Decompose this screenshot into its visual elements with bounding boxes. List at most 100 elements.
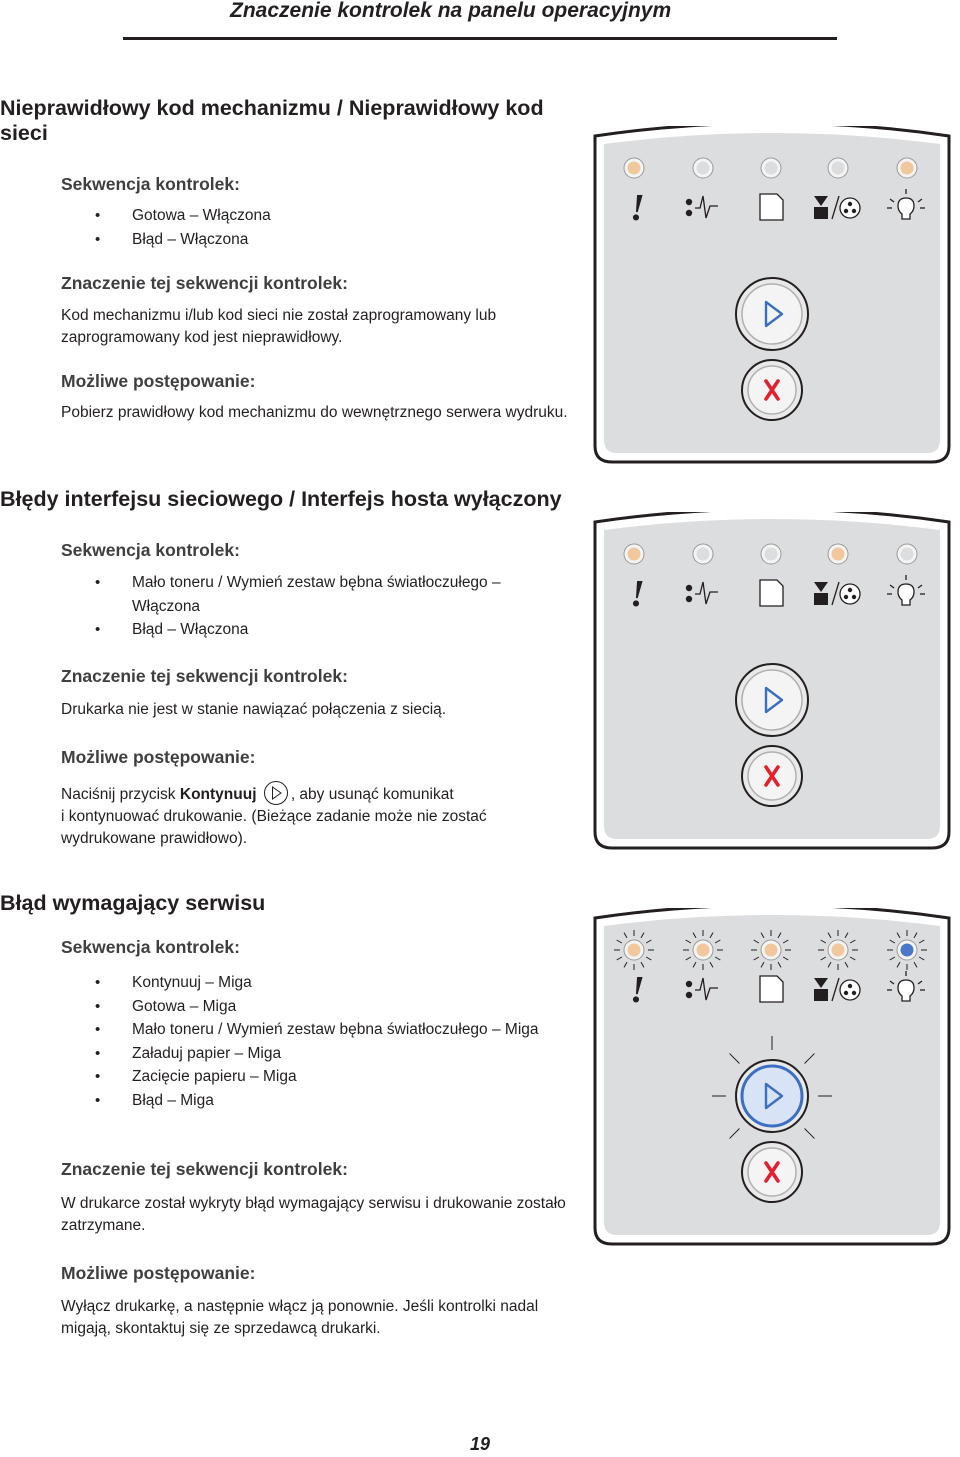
- blink-ray: [714, 939, 721, 944]
- indicator-light-lamp: [696, 943, 710, 957]
- action-prefix: Naciśnij przycisk: [61, 786, 176, 803]
- section-title: Błąd wymagający serwisu: [0, 891, 266, 915]
- blink-ray: [918, 939, 925, 944]
- indicator-light-lamp: [831, 943, 845, 957]
- error-icon: !: [630, 969, 645, 1011]
- indicator-light-lamp: [696, 547, 710, 561]
- list-item: Mało toneru / Wymień zestaw bębna światł…: [95, 1018, 575, 1042]
- list-item: Błąd – Włączona: [95, 618, 575, 642]
- ready-icon: [887, 971, 925, 1002]
- cancel-button-icon: [741, 359, 803, 421]
- list-item: Błąd – Włączona: [95, 228, 575, 252]
- section-title: Błędy interfejsu sieciowego / Interfejs …: [0, 487, 562, 511]
- blink-ray: [804, 1128, 815, 1139]
- continue-label: Kontynuuj: [179, 786, 257, 803]
- page-title: Znaczenie kontrolek na panelu operacyjny…: [230, 0, 672, 22]
- action-heading: Możliwe postępowanie:: [61, 371, 256, 391]
- meaning-text: Drukarka nie jest w stanie nawiązać połą…: [61, 701, 447, 718]
- action-suffix: , aby usunąć komunikat: [290, 786, 454, 803]
- continue-button-icon: [263, 781, 288, 805]
- blink-ray: [777, 932, 782, 939]
- page-number: 19: [470, 1434, 491, 1454]
- panel-svg: !: [593, 126, 951, 464]
- indicator-light-lamp: [764, 943, 778, 957]
- blink-ray: [827, 961, 832, 968]
- toner-icon: [814, 581, 861, 606]
- blink-ray: [709, 961, 714, 968]
- operator-panel-1: !: [592, 126, 952, 466]
- indicator-light-lamp: [627, 547, 641, 561]
- section-invalid-code: Nieprawidłowy kod mechanizmu / Nieprawid…: [0, 96, 600, 146]
- error-icon: !: [630, 573, 645, 615]
- blink-ray: [645, 956, 652, 961]
- blink-ray: [820, 939, 827, 944]
- blink-ray: [753, 956, 760, 961]
- blink-ray: [913, 932, 918, 939]
- list-item: Kontynuuj – Miga: [95, 971, 575, 995]
- blink-ray: [616, 956, 623, 961]
- blink-ray: [820, 956, 827, 961]
- blink-ray: [889, 956, 896, 961]
- blink-ray: [782, 939, 789, 944]
- icon-row: !: [630, 969, 925, 1011]
- blink-ray: [782, 956, 789, 961]
- sequence-heading: Sekwencja kontrolek:: [61, 937, 240, 957]
- action-rest: i kontynuować drukowanie. (Bieżące zadan…: [61, 808, 487, 847]
- blink-ray: [729, 1128, 740, 1139]
- indicator-light-lamp: [627, 161, 641, 175]
- list-item: Załaduj papier – Miga: [95, 1042, 575, 1066]
- blink-ray: [760, 932, 765, 939]
- blink-ray: [849, 939, 856, 944]
- indicator-light-lamp: [764, 547, 778, 561]
- meaning-text: W drukarce został wykryty błąd wymagając…: [61, 1195, 566, 1234]
- light-row: [623, 157, 918, 179]
- section-network-error: Błędy interfejsu sieciowego / Interfejs …: [0, 487, 600, 512]
- blink-ray: [623, 932, 628, 939]
- indicator-light-lamp: [900, 547, 914, 561]
- header-rule: [123, 37, 837, 40]
- indicator-light-lamp: [831, 547, 845, 561]
- section-service-error: Błąd wymagający serwisu: [0, 891, 600, 916]
- action-text: Wyłącz drukarkę, a następnie włącz ją po…: [61, 1298, 539, 1337]
- action-heading: Możliwe postępowanie:: [61, 1263, 256, 1283]
- meaning-heading: Znaczenie tej sekwencji kontrolek:: [61, 666, 348, 686]
- light-row: [623, 543, 918, 565]
- blink-ray: [616, 939, 623, 944]
- meaning-heading: Znaczenie tej sekwencji kontrolek:: [61, 1159, 348, 1179]
- meaning-heading: Znaczenie tej sekwencji kontrolek:: [61, 273, 348, 293]
- paper-jam-icon: [685, 977, 718, 1001]
- blink-ray: [849, 956, 856, 961]
- paper-jam-icon: [685, 581, 718, 605]
- sequence-heading: Sekwencja kontrolek:: [61, 540, 240, 560]
- continue-button-icon: [735, 663, 809, 737]
- load-paper-icon: [759, 193, 784, 221]
- sequence-heading: Sekwencja kontrolek:: [61, 174, 240, 194]
- blink-ray: [709, 932, 714, 939]
- sequence-list: Mało toneru / Wymień zestaw bębna światł…: [95, 571, 575, 642]
- indicator-light-lamp: [900, 943, 914, 957]
- action-text: Naciśnij przycisk Kontynuuj , aby usunąć…: [61, 780, 581, 850]
- blink-ray: [692, 932, 697, 939]
- blink-ray: [896, 932, 901, 939]
- toner-icon: [814, 195, 861, 220]
- load-paper-icon: [759, 579, 784, 607]
- icon-row: !: [630, 573, 925, 615]
- list-item: Gotowa – Miga: [95, 995, 575, 1019]
- sequence-list: Kontynuuj – Miga Gotowa – Miga Mało tone…: [95, 971, 575, 1112]
- cancel-button-icon: [741, 1141, 803, 1203]
- continue-button-icon: [735, 277, 809, 351]
- indicator-light-lamp: [764, 161, 778, 175]
- indicator-light-lamp: [900, 161, 914, 175]
- light-row: [614, 930, 927, 970]
- blink-ray: [760, 961, 765, 968]
- ready-icon: [887, 575, 925, 606]
- blink-ray: [640, 961, 645, 968]
- blink-ray: [623, 961, 628, 968]
- blink-ray: [685, 956, 692, 961]
- blink-ray: [685, 939, 692, 944]
- cancel-button-icon: [741, 745, 803, 807]
- blink-ray: [844, 961, 849, 968]
- indicator-light-lamp: [627, 943, 641, 957]
- paper-jam-icon: [685, 195, 718, 219]
- ready-icon: [887, 189, 925, 220]
